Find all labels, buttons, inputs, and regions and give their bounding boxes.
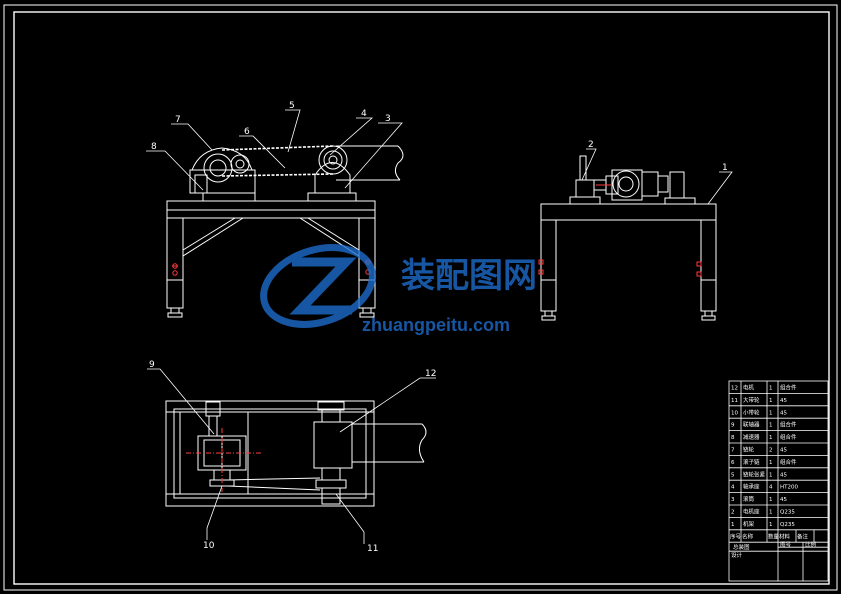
parts-row-no: 6 [731, 460, 735, 466]
parts-row-name: 轴承座 [743, 483, 760, 491]
parts-row-no: 9 [731, 423, 735, 429]
watermark-text-en: zhuangpeitu.com [362, 315, 510, 335]
parts-row-qty: 1 [769, 386, 773, 392]
side-view-leaders [581, 148, 733, 205]
parts-row-no: 4 [731, 485, 735, 491]
parts-row-name: 大带轮 [743, 396, 760, 404]
side-view-balloons: 2 1 [588, 140, 728, 173]
drawing-title: 总装图 [733, 543, 750, 551]
side-view [538, 155, 717, 321]
parts-row-no: 10 [731, 410, 738, 416]
parts-row-no: 5 [731, 472, 735, 478]
parts-row-name: 电机座 [743, 508, 760, 516]
parts-row-material: 组合件 [780, 421, 797, 429]
parts-row-name: 联轴器 [743, 421, 760, 429]
balloon-5: 5 [289, 101, 295, 111]
parts-header-cell: 数量 [768, 532, 780, 540]
parts-row-no: 1 [731, 522, 735, 528]
parts-row-material: 组合件 [780, 384, 797, 392]
watermark: 装配图网 zhuangpeitu.com [260, 244, 537, 335]
parts-row-no: 3 [731, 497, 735, 503]
parts-row-name: 电机 [743, 384, 755, 392]
parts-row-name: 滚子链 [743, 458, 760, 466]
parts-row-name: 链轮 [743, 446, 755, 454]
balloon-6: 6 [244, 127, 250, 137]
balloon-7: 7 [175, 115, 181, 125]
parts-row-name: 滚筒 [743, 495, 755, 503]
parts-row-material: 组合件 [780, 458, 797, 466]
parts-row-qty: 1 [769, 398, 773, 404]
parts-row-qty: 1 [769, 423, 773, 429]
front-view-leaders [146, 109, 403, 191]
top-view [165, 400, 427, 507]
balloon-8: 8 [151, 142, 157, 152]
parts-row-no: 12 [731, 386, 738, 392]
footer-number-label: 图号 [780, 541, 792, 549]
parts-row-qty: 1 [769, 522, 773, 528]
parts-row-material: 组合件 [780, 433, 797, 441]
parts-row-material: Q235 [780, 522, 795, 528]
parts-row-qty: 1 [769, 410, 773, 416]
parts-row-material: HT200 [780, 485, 798, 491]
parts-row-no: 7 [731, 448, 735, 454]
footer-design-label: 设计 [731, 551, 743, 559]
parts-row-qty: 2 [769, 448, 773, 454]
parts-row-material: 45 [780, 410, 787, 416]
footer-scale-label: 比例 [805, 541, 817, 549]
balloon-3: 3 [385, 114, 391, 124]
parts-header-cell: 材料 [779, 532, 791, 540]
balloon-10: 10 [203, 541, 215, 551]
balloon-1: 1 [722, 163, 728, 173]
parts-row-material: Q235 [780, 510, 795, 516]
parts-row-qty: 1 [769, 435, 773, 441]
parts-row-no: 2 [731, 510, 735, 516]
parts-row-name: 机架 [743, 520, 755, 528]
watermark-logo-icon [260, 244, 376, 328]
parts-row-material: 45 [780, 472, 787, 478]
parts-row-qty: 1 [769, 460, 773, 466]
balloon-12: 12 [425, 369, 436, 379]
front-view-balloons: 8 7 6 5 4 3 [151, 101, 391, 152]
parts-row-name: 链轮张紧 [743, 470, 766, 478]
parts-header-cell: 名称 [742, 532, 754, 540]
top-view-leaders [147, 368, 436, 544]
parts-row-qty: 1 [769, 497, 773, 503]
balloon-4: 4 [361, 109, 367, 119]
front-view [166, 145, 404, 318]
parts-row-no: 8 [731, 435, 735, 441]
parts-row-name: 减速器 [743, 433, 760, 441]
parts-row-name: 小带轮 [743, 408, 760, 416]
balloon-2: 2 [588, 140, 594, 150]
parts-row-material: 45 [780, 497, 787, 503]
watermark-text-cn: 装配图网 [401, 256, 537, 296]
balloon-9: 9 [149, 360, 155, 370]
parts-row-qty: 1 [769, 472, 773, 478]
balloon-11: 11 [367, 544, 378, 554]
drawing-frame [3, 4, 838, 591]
top-view-balloons: 9 12 10 11 [149, 360, 436, 554]
parts-row-no: 11 [731, 398, 738, 404]
parts-header-cell: 序号 [730, 532, 742, 540]
parts-row-qty: 1 [769, 510, 773, 516]
parts-header-cell: 备注 [797, 532, 809, 540]
parts-row-qty: 4 [769, 485, 773, 491]
parts-row-material: 45 [780, 398, 787, 404]
parts-row-material: 45 [780, 448, 787, 454]
